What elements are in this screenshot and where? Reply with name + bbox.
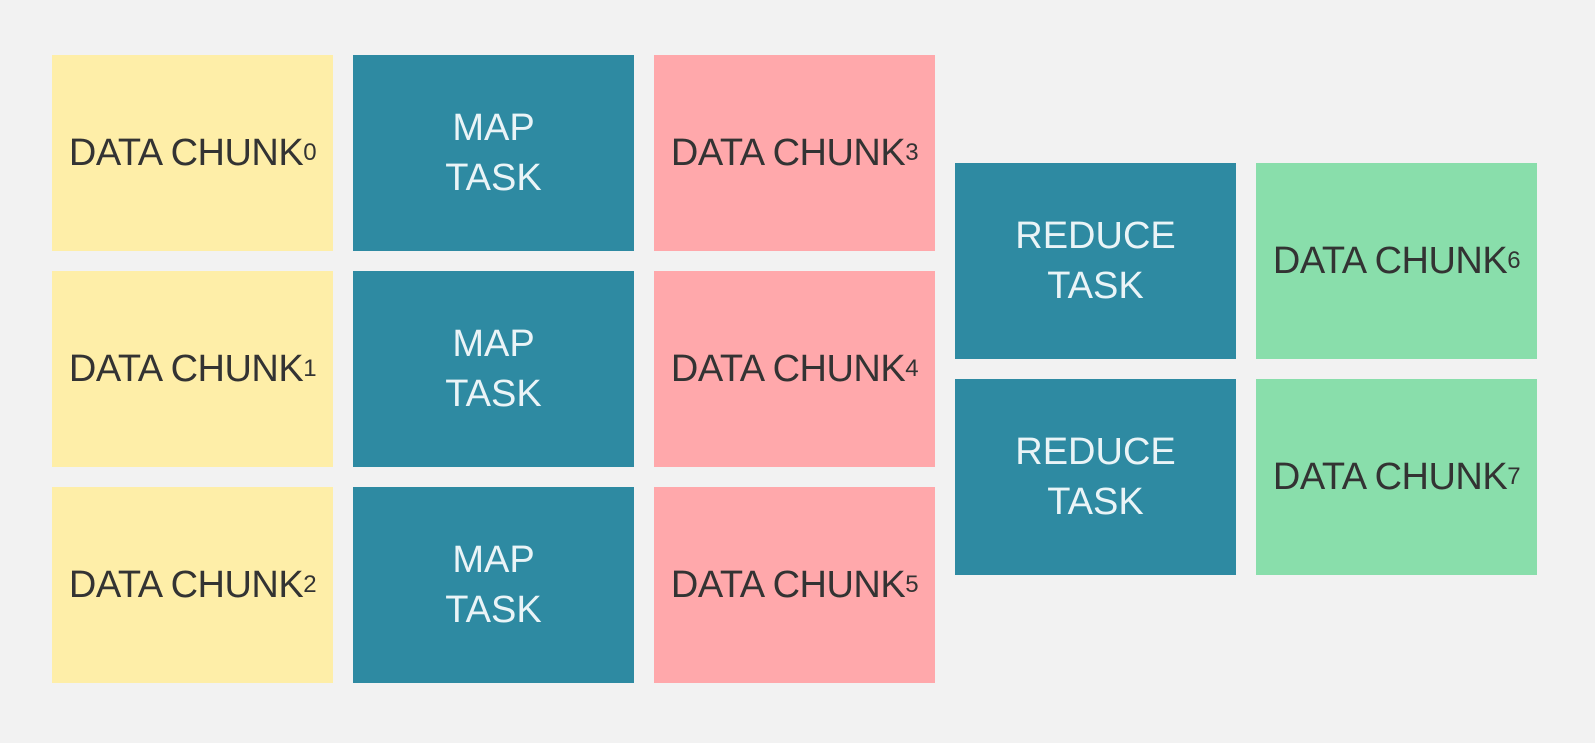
chunk-label: DATA CHUNK — [670, 347, 906, 390]
chunk-label: DATA CHUNK — [68, 563, 304, 606]
chunk-label: DATA CHUNK — [670, 563, 906, 606]
task-line-2: TASK — [445, 373, 542, 415]
reduce-task-0: REDUCE TASK — [955, 163, 1236, 359]
task-line-2: TASK — [445, 157, 542, 199]
chunk-label: DATA CHUNK — [1272, 455, 1508, 498]
map-task-0: MAP TASK — [353, 55, 634, 251]
task-line-1: MAP — [452, 323, 535, 365]
task-line-1: REDUCE — [1015, 215, 1176, 257]
chunk-label: DATA CHUNK — [1272, 239, 1508, 282]
map-task-1: MAP TASK — [353, 271, 634, 467]
chunk-label: DATA CHUNK — [670, 131, 906, 174]
task-line-2: TASK — [1047, 265, 1144, 307]
task-line-1: MAP — [452, 539, 535, 581]
task-line-1: MAP — [452, 107, 535, 149]
task-line-2: TASK — [1047, 481, 1144, 523]
chunk-label: DATA CHUNK — [68, 131, 304, 174]
task-line-2: TASK — [445, 589, 542, 631]
reduce-task-1: REDUCE TASK — [955, 379, 1236, 575]
task-line-1: REDUCE — [1015, 431, 1176, 473]
chunk-label: DATA CHUNK — [68, 347, 304, 390]
map-task-2: MAP TASK — [353, 487, 634, 683]
